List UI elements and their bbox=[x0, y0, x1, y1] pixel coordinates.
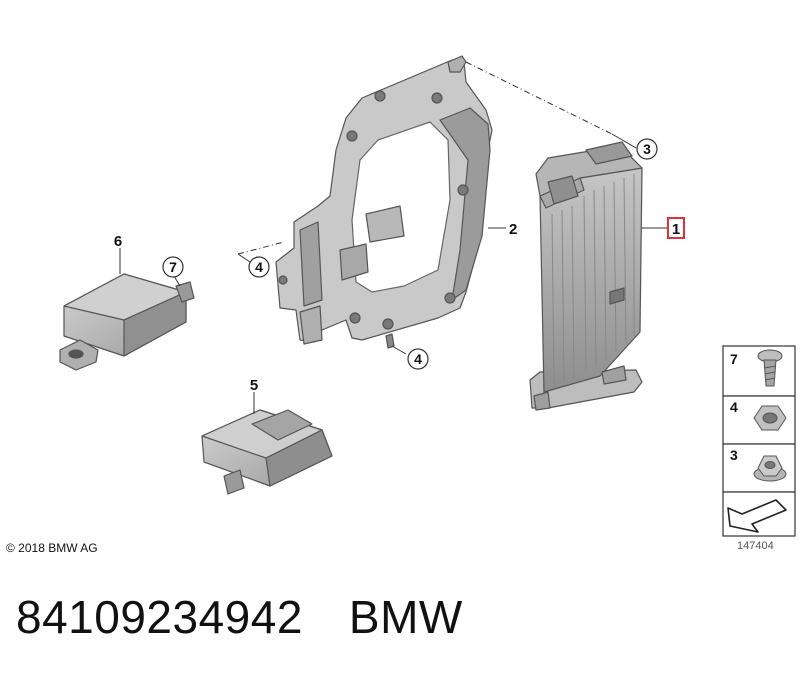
svg-text:4: 4 bbox=[414, 351, 422, 367]
hex-nut-icon bbox=[753, 405, 787, 431]
leader-lines bbox=[119, 61, 668, 414]
svg-text:7: 7 bbox=[730, 351, 738, 367]
svg-text:1: 1 bbox=[672, 221, 680, 238]
arrow-icon bbox=[727, 499, 787, 533]
copyright-notice: © 2018 BMW AG bbox=[6, 541, 98, 555]
part-number: 84109234942 bbox=[16, 591, 303, 643]
callout-4-left: 4 bbox=[248, 256, 270, 278]
module-part-6 bbox=[59, 273, 195, 371]
svg-text:4: 4 bbox=[255, 259, 263, 275]
diagram-reference-code: 147404 bbox=[737, 540, 774, 552]
callout-6: 6 bbox=[114, 233, 122, 250]
callout-1: 1 bbox=[667, 217, 685, 239]
svg-text:5: 5 bbox=[250, 377, 258, 394]
legend-item-4: 4 bbox=[730, 399, 787, 431]
svg-text:7: 7 bbox=[169, 259, 177, 275]
mounting-bracket bbox=[275, 55, 493, 349]
screw-icon bbox=[757, 349, 783, 387]
svg-text:4: 4 bbox=[730, 399, 738, 415]
callout-7: 7 bbox=[162, 256, 184, 278]
svg-text:3: 3 bbox=[730, 447, 738, 463]
callout-3: 3 bbox=[636, 138, 658, 160]
control-unit bbox=[529, 141, 643, 411]
callout-5: 5 bbox=[250, 377, 258, 394]
svg-text:2: 2 bbox=[509, 221, 517, 238]
flange-nut-icon bbox=[753, 455, 787, 482]
hardware-legend: 7 4 3 bbox=[722, 345, 796, 537]
callout-4-bottom: 4 bbox=[407, 348, 429, 370]
module-part-5 bbox=[201, 409, 333, 495]
part-footer: 84109234942 BMW bbox=[16, 590, 463, 644]
legend-item-7: 7 bbox=[730, 349, 783, 387]
svg-text:3: 3 bbox=[643, 141, 651, 157]
legend-item-3: 3 bbox=[730, 447, 787, 482]
svg-text:6: 6 bbox=[114, 233, 122, 250]
brand-name: BMW bbox=[348, 591, 463, 643]
callout-2: 2 bbox=[509, 221, 517, 238]
